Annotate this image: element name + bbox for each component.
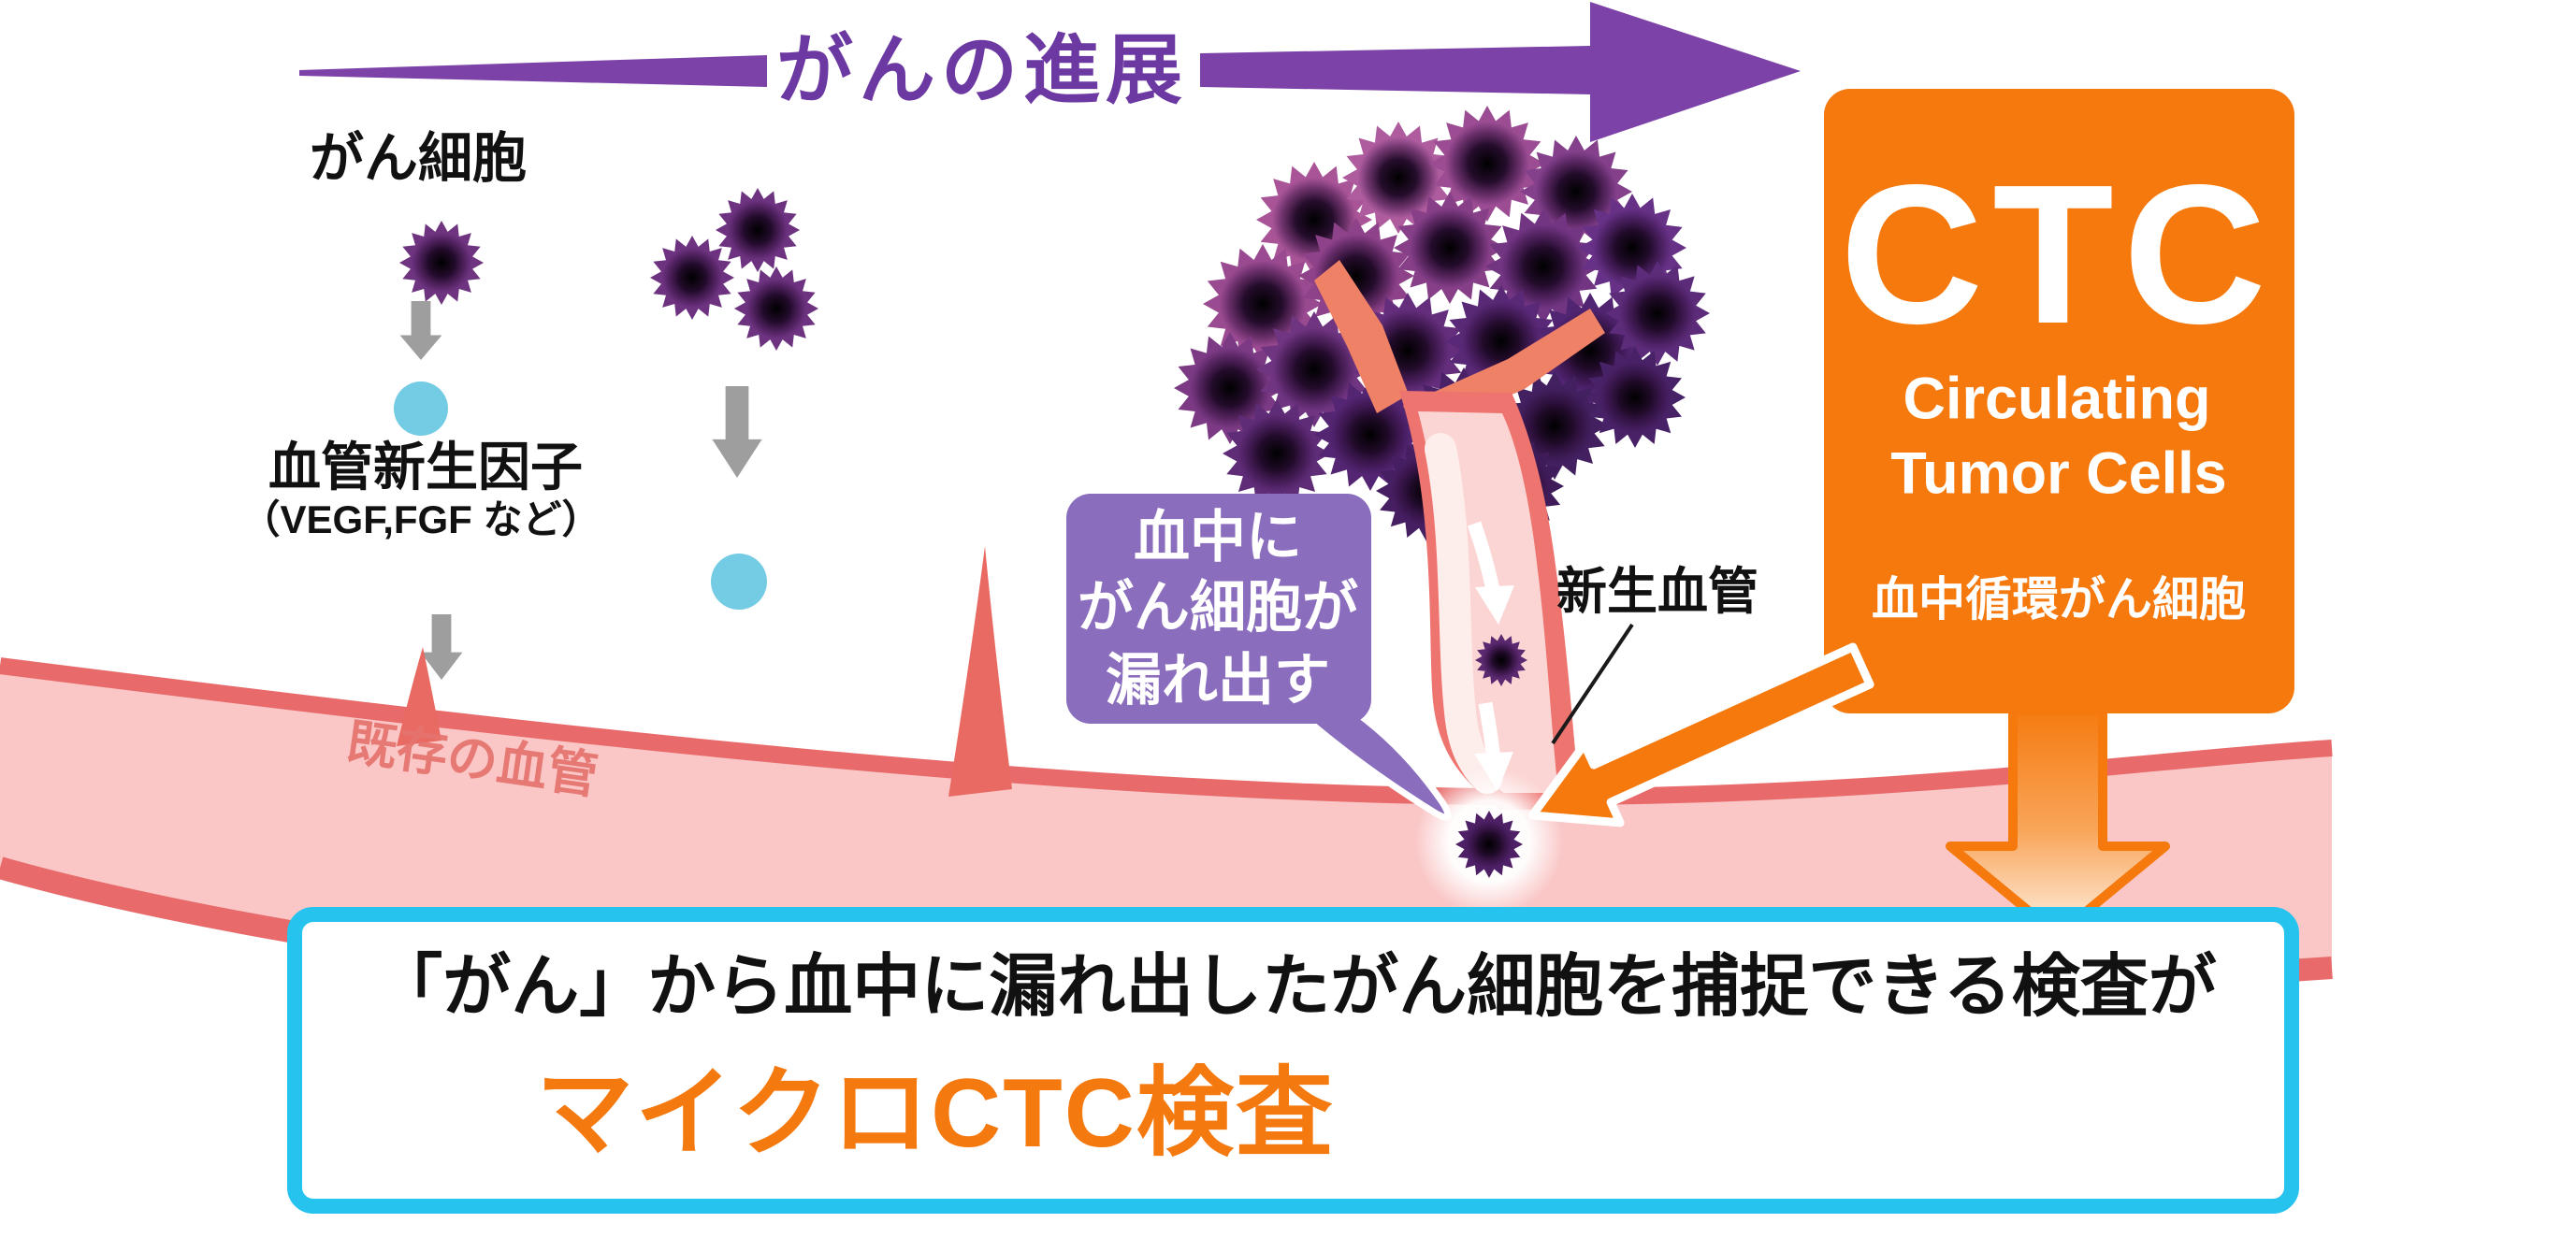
down-arrow-icon-3: [712, 386, 762, 478]
progression-arrow-tail: [299, 55, 767, 87]
leak-bubble-tail: [1295, 709, 1452, 821]
new-vessel-lumen-highlight: [1425, 433, 1503, 794]
progression-arrowhead-icon: [1590, 2, 1801, 142]
new-vessel-label: 新生血管: [1556, 564, 1758, 620]
result-box-shape: [287, 907, 2299, 1214]
new-vessel: [1314, 260, 1605, 810]
ctc-box-shape: [1824, 89, 2294, 713]
leak-bubble-line-2: がん細胞が: [1078, 576, 1358, 639]
cancer-cell-label: がん細胞: [309, 128, 528, 189]
product-name: マイクロCTC検査: [536, 1059, 1335, 1168]
vessel-sprout-small: [397, 647, 441, 746]
factor-dot-2: [711, 554, 767, 610]
angiogenesis-factor-note: （VEGF,FGF など）: [240, 497, 601, 541]
progression-arrow-label: がんの進展: [775, 28, 1189, 113]
ctc-english-line-1: Circulating: [1903, 366, 2211, 432]
progression-arrow: [299, 2, 1801, 142]
ctc-down-arrow: [1946, 706, 2170, 940]
angiogenesis-factor-label: 血管新生因子: [268, 438, 583, 496]
leak-bubble-line-3: 漏れ出す: [1106, 649, 1330, 712]
ctc-japanese-caption: 血中循環がん細胞: [1872, 573, 2246, 626]
cancer-cell-cluster: [650, 188, 818, 351]
escaping-ctc-cell: [1455, 811, 1523, 878]
leak-bubble-shape: [1066, 494, 1452, 821]
result-description: 「がん」から血中に漏れ出したがん細胞を捕捉できる検査が: [374, 948, 2217, 1025]
ctc-cell-in-vessel: [1475, 634, 1527, 686]
progression-arrow-shaft: [1200, 46, 1590, 94]
new-vessel-pointer-line: [1551, 623, 1634, 745]
ctc-pointer-arrow: [1527, 642, 1874, 827]
leak-bubble-line-1: 血中に: [1134, 506, 1302, 568]
ctc-acronym: CTC: [1840, 143, 2276, 365]
ctc-english-line-2: Tumor Cells: [1890, 440, 2227, 507]
down-arrow-icon-1: [399, 301, 442, 360]
flow-arrowhead-icon-1: [1475, 585, 1514, 625]
new-vessel-branch-left: [1314, 260, 1409, 413]
flow-arrow-icon-2: [1478, 701, 1501, 760]
cancer-cell-single: [399, 221, 484, 305]
leak-bubble-box: [1066, 494, 1371, 724]
factor-dot-1: [394, 381, 448, 436]
vessel-sprout-tall: [948, 546, 1012, 797]
